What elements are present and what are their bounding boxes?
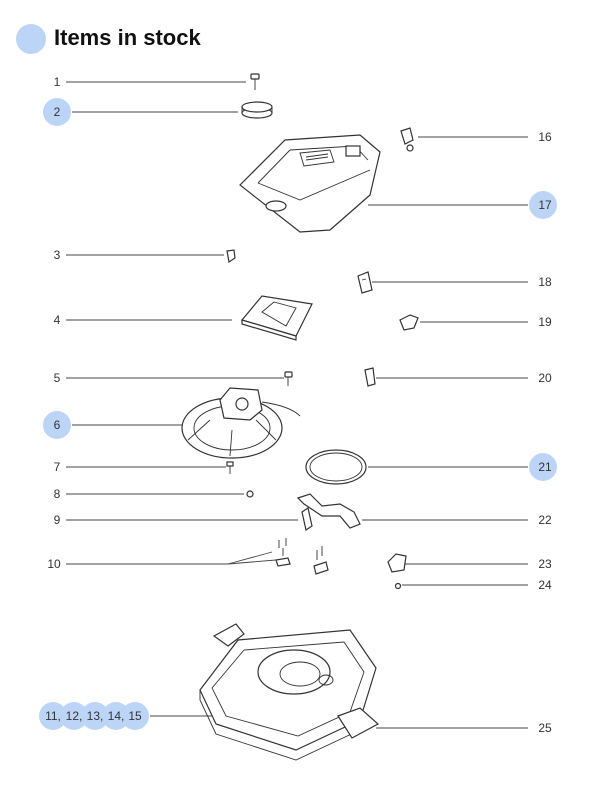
part-2-knob xyxy=(241,101,273,119)
highlight-21 xyxy=(529,453,557,481)
highlight-6 xyxy=(43,411,71,439)
part-22-lever xyxy=(296,493,361,529)
callout-11: 11, xyxy=(45,709,61,723)
part-19-button xyxy=(399,314,419,331)
page-title: Items in stock xyxy=(54,25,201,50)
highlight-17 xyxy=(529,191,557,219)
part-20-clip xyxy=(364,367,376,387)
part-11-15-base-housing xyxy=(199,623,377,761)
part-6-motor xyxy=(181,387,301,459)
callout-10: 10 xyxy=(47,557,61,571)
callout-8: 8 xyxy=(54,487,61,501)
callout-24: 24 xyxy=(538,578,552,592)
highlight-15 xyxy=(121,702,149,730)
leader-lines xyxy=(66,81,528,729)
part-25-plate xyxy=(337,707,380,739)
part-10-fasteners xyxy=(275,538,329,575)
highlight-13 xyxy=(81,702,109,730)
part-24-nut xyxy=(394,582,402,590)
part-1-screw xyxy=(250,73,260,90)
callout-23: 23 xyxy=(538,557,552,571)
part-8-nut xyxy=(246,490,254,498)
callout-13: 13, xyxy=(87,709,104,723)
part-18-latch xyxy=(357,271,373,294)
callout-14: 14, xyxy=(108,709,125,723)
in-stock-legend-dot xyxy=(16,24,46,54)
part-4-filter xyxy=(240,295,313,341)
part-3-clip xyxy=(226,249,236,264)
highlight-2 xyxy=(43,98,71,126)
callout-17: 17 xyxy=(538,198,552,212)
part-17-top-cover xyxy=(239,134,381,233)
callout-7: 7 xyxy=(54,460,61,474)
callout-21: 21 xyxy=(538,460,552,474)
callout-12: 12, xyxy=(66,709,83,723)
stock-highlights xyxy=(39,98,557,730)
part-9-bracket xyxy=(301,507,313,531)
callout-15: 15 xyxy=(128,709,142,723)
callout-labels: 1 2 3 4 5 6 7 8 9 10 11, 12, 13, 14, 15 … xyxy=(45,75,552,735)
callout-1: 1 xyxy=(54,75,61,89)
callout-19: 19 xyxy=(538,315,552,329)
callout-2: 2 xyxy=(54,105,61,119)
callout-20: 20 xyxy=(538,371,552,385)
part-7-screw xyxy=(226,461,234,474)
highlight-12 xyxy=(60,702,88,730)
callout-6: 6 xyxy=(54,418,61,432)
callout-22: 22 xyxy=(538,513,552,527)
part-5-screw xyxy=(284,371,293,386)
callout-5: 5 xyxy=(54,371,61,385)
callout-4: 4 xyxy=(54,313,61,327)
part-21-belt xyxy=(305,449,367,485)
highlight-11 xyxy=(39,702,67,730)
part-16-clip xyxy=(400,127,414,152)
part-23-hinge xyxy=(387,553,407,573)
callout-3: 3 xyxy=(54,248,61,262)
callout-16: 16 xyxy=(538,130,552,144)
callout-9: 9 xyxy=(54,513,61,527)
callout-25: 25 xyxy=(538,721,552,735)
callout-18: 18 xyxy=(538,275,552,289)
